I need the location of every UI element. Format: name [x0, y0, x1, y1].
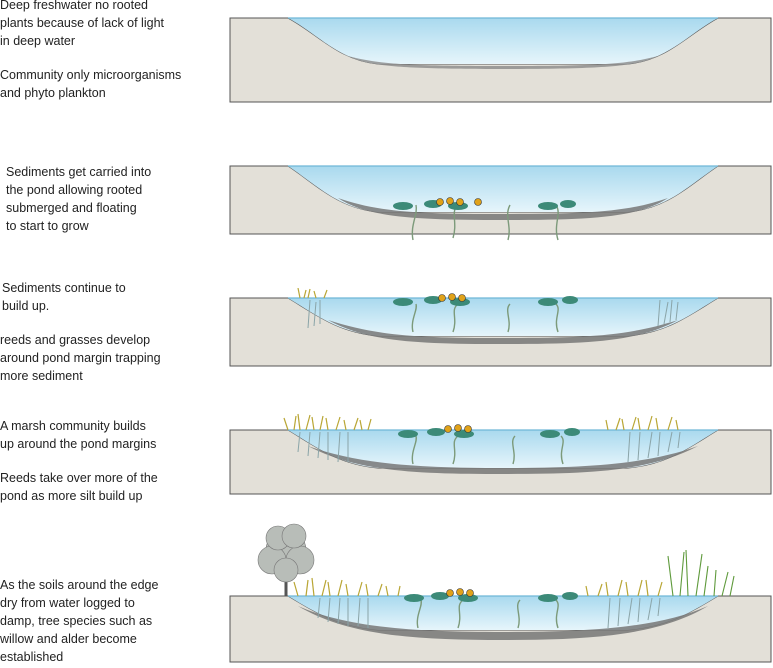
water	[288, 166, 718, 212]
shrubs	[667, 549, 735, 597]
caption-text: Sediments continue to build up.	[2, 281, 126, 313]
caption-text: Deep freshwater no rooted plants because…	[0, 0, 164, 48]
sediment-layer	[298, 606, 708, 640]
lily-pads	[404, 592, 578, 602]
pond-diagram-stage-2	[228, 160, 773, 260]
caption-text: Community only microorganisms and phyto …	[0, 68, 182, 100]
lily-pads	[393, 296, 578, 306]
tree	[257, 523, 315, 596]
submerged-plants	[416, 599, 559, 629]
water	[288, 596, 718, 630]
sediment-layer	[338, 198, 668, 220]
caption-stage-5: As the soils around the edge dry from wa…	[0, 576, 225, 666]
submerged-reeds	[317, 597, 661, 629]
water	[288, 430, 718, 468]
caption-stage-4: A marsh community builds up around the p…	[0, 417, 225, 505]
pond-diagram-stage-5	[228, 510, 773, 666]
reeds	[293, 577, 663, 597]
caption-text: Reeds take over more of the pond as more…	[0, 471, 158, 503]
sediment-layer	[328, 320, 678, 344]
water	[288, 298, 718, 336]
caption-text: Sediments get carried into the pond allo…	[6, 165, 152, 233]
caption-stage-3: Sediments continue to build up. reeds an…	[0, 279, 225, 385]
sediment-layer	[348, 56, 658, 69]
water-lily-flowers	[436, 197, 482, 206]
pond-diagram-stage-4	[228, 412, 773, 497]
caption-text: A marsh community builds up around the p…	[0, 419, 157, 451]
pond-diagram-stage-1	[228, 14, 773, 104]
caption-stage-1: Deep freshwater no rooted plants because…	[0, 0, 225, 102]
submerged-reeds	[297, 431, 681, 463]
water-lily-flowers	[438, 293, 466, 302]
sediment-layer	[308, 446, 698, 474]
water-lily-flowers	[446, 588, 474, 597]
reeds	[297, 288, 328, 299]
pond-diagram-stage-3	[228, 288, 773, 373]
reeds	[283, 413, 679, 431]
water-lily-flowers	[444, 424, 472, 433]
submerged-plants	[411, 435, 564, 465]
water	[288, 18, 718, 64]
caption-stage-2: Sediments get carried into the pond allo…	[0, 163, 225, 235]
caption-text: As the soils around the edge dry from wa…	[0, 578, 159, 664]
submerged-reeds	[307, 299, 679, 329]
caption-text: reeds and grasses develop around pond ma…	[0, 333, 161, 383]
